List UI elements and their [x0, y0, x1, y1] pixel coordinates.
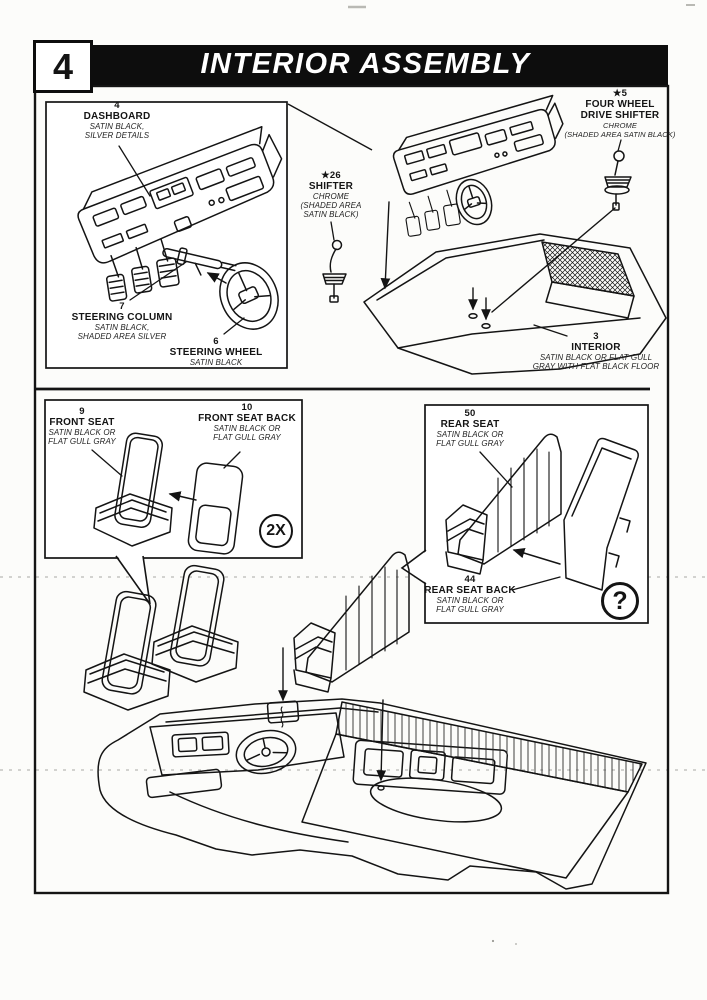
rear-seat-assembled-drawing: [293, 551, 410, 693]
front-seat-back-drawing: [187, 462, 244, 555]
finish-note: SATIN BLACK OR: [48, 428, 116, 437]
part-name: REAR SEAT: [440, 419, 500, 430]
part-name: STEERING COLUMN: [71, 312, 173, 323]
part-number: 10: [241, 402, 253, 413]
finish-note: SATIN BLACK OR: [213, 424, 281, 433]
finish-note: CHROME: [312, 192, 350, 201]
finish-note: SATIN BLACK OR: [436, 430, 504, 439]
callout-tails: [115, 103, 428, 605]
interior-tub-main-drawing: [97, 698, 647, 890]
label-front-seat: 9 FRONT SEAT SATIN BLACK OR FLAT GULL GR…: [48, 406, 116, 446]
label-steering-column: 7 STEERING COLUMN SATIN BLACK, SHADED AR…: [72, 301, 173, 341]
part-number: 3: [593, 331, 599, 342]
finish-note: SATIN BLACK,: [94, 323, 150, 332]
finish-note: SHADED AREA SILVER: [77, 332, 167, 341]
part-name: INTERIOR: [571, 342, 621, 353]
label-four-wheel-drive-shifter: ★5 FOUR WHEEL DRIVE SHIFTER CHROME (SHAD…: [565, 88, 676, 139]
rear-seat-leaders: [479, 451, 561, 591]
part-name: DRIVE SHIFTER: [580, 110, 660, 121]
finish-note: SATIN BLACK OR FLAT GULL: [539, 353, 653, 362]
seat-back-arrow: [168, 491, 197, 502]
label-interior: 3 INTERIOR SATIN BLACK OR FLAT GULL GRAY…: [533, 331, 660, 371]
scan-marks: [348, 4, 695, 945]
finish-note: SILVER DETAILS: [84, 131, 150, 140]
part-number: ★5: [612, 88, 628, 99]
part-number: ★26: [321, 170, 341, 181]
finish-note: SATIN BLACK OR: [436, 596, 504, 605]
part-number: 44: [464, 574, 476, 585]
part-number: 7: [119, 301, 125, 312]
finish-note: FLAT GULL GRAY: [48, 437, 116, 446]
quantity-badge: 2X: [259, 514, 293, 548]
front-seats-assembled-drawing: [83, 564, 239, 711]
finish-note: SATIN BLACK,: [89, 122, 145, 131]
install-arrows-top: [380, 201, 616, 321]
front-seat-leaders: [91, 449, 241, 477]
part-name: SHIFTER: [308, 181, 354, 192]
label-shifter: ★26 SHIFTER CHROME (SHADED AREA SATIN BL…: [301, 170, 362, 219]
step-number: 4: [52, 45, 74, 87]
section-header-bar: INTERIOR ASSEMBLY: [35, 45, 668, 85]
part-number: 4: [114, 100, 120, 111]
steering-wheel-installed: [235, 729, 297, 775]
wheel-to-column-arrow: [206, 272, 227, 284]
part-name: FOUR WHEEL: [585, 99, 655, 110]
finish-note: FLAT GULL GRAY: [436, 605, 504, 614]
part-number: 6: [213, 336, 219, 347]
four-wheel-drive-shifter-drawing: [604, 150, 632, 211]
part-number: 9: [79, 406, 85, 417]
interior-tub-top-drawing: [363, 233, 667, 375]
finish-note: FLAT GULL GRAY: [436, 439, 504, 448]
label-rear-seat: 50 REAR SEAT SATIN BLACK OR FLAT GULL GR…: [436, 408, 504, 448]
part-name: DASHBOARD: [83, 111, 151, 122]
rear-seat-back-arrow: [512, 548, 561, 565]
part-number: 50: [464, 408, 476, 419]
label-steering-wheel: 6 STEERING WHEEL SATIN BLACK: [170, 336, 263, 367]
finish-note: (SHADED AREA SATIN BLACK): [564, 130, 676, 139]
steering-wheel-drawing: [219, 262, 279, 330]
finish-note: GRAY WITH FLAT BLACK FLOOR: [532, 362, 660, 371]
label-front-seat-back: 10 FRONT SEAT BACK SATIN BLACK OR FLAT G…: [198, 402, 296, 442]
finish-note: CHROME: [603, 121, 637, 130]
dashboard-assembled-drawing: [392, 94, 564, 237]
rear-seat-back-drawing: [563, 437, 639, 591]
question-badge: ?: [601, 582, 639, 620]
finish-note: (SHADED AREA: [300, 201, 362, 210]
sheet-frame: [33, 84, 670, 895]
finish-note: FLAT GULL GRAY: [213, 433, 281, 442]
part-name: FRONT SEAT BACK: [198, 413, 296, 424]
step-number-box: 4: [33, 40, 93, 93]
shifter-drawing: [322, 239, 347, 303]
finish-note: SATIN BLACK): [303, 210, 359, 219]
label-dashboard: 4 DASHBOARD SATIN BLACK, SILVER DETAILS: [84, 100, 151, 140]
part-name: REAR SEAT BACK: [424, 585, 516, 596]
rear-seat-drawing: [445, 433, 562, 575]
part-name: FRONT SEAT: [49, 417, 115, 428]
label-rear-seat-back: 44 REAR SEAT BACK SATIN BLACK OR FLAT GU…: [424, 574, 516, 614]
finish-note: SATIN BLACK: [189, 358, 243, 367]
section-title: INTERIOR ASSEMBLY: [200, 48, 531, 80]
part-name: STEERING WHEEL: [169, 347, 263, 358]
front-seat-drawing: [93, 432, 173, 547]
